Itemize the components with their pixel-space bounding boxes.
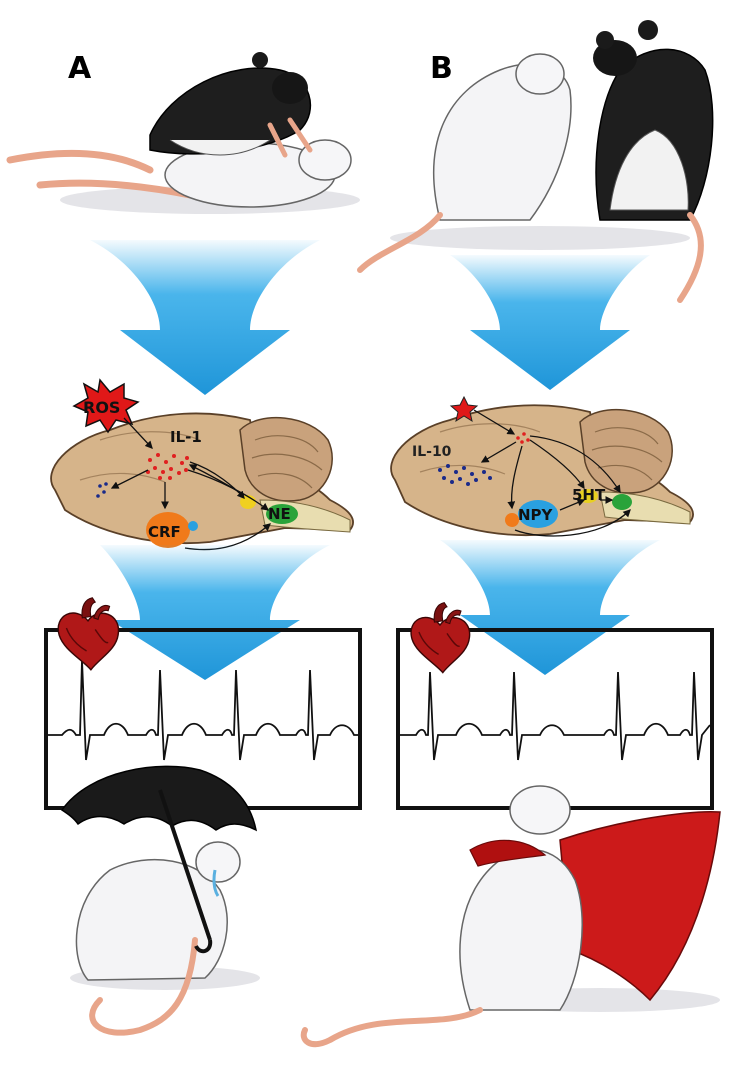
pfc-dots	[96, 482, 108, 498]
il1-dots	[146, 453, 189, 480]
panel-a-fighting-rats	[6, 52, 360, 214]
ros-label: ROS	[83, 398, 120, 417]
crf-nucleus	[146, 512, 190, 548]
il10-dots	[438, 464, 492, 486]
il1-label: IL-1	[170, 428, 202, 446]
npy-label: NPY	[518, 506, 554, 524]
panel-a-arrow-top	[90, 240, 320, 395]
panel-b: B IL-10	[300, 20, 721, 1048]
panel-b-standing-rats	[357, 20, 714, 303]
panel-a-brain: ROS IL-1 CRF NE	[50, 378, 354, 551]
panel-b-star	[449, 395, 479, 423]
raphe-nucleus	[612, 494, 632, 510]
panel-b-ecg-trace	[400, 671, 711, 761]
panel-a: A ROS IL-1	[6, 51, 362, 1036]
crf-label: CRF	[148, 523, 181, 541]
ne-nucleus	[266, 504, 298, 524]
panel-b-heart-icon	[410, 601, 471, 674]
panel-a-arrow-bottom	[100, 545, 330, 680]
ros-burst	[72, 378, 140, 434]
il10-label: IL-10	[412, 444, 452, 460]
panel-a-ecg-trace	[48, 659, 358, 761]
panel-b-letter: B	[430, 51, 453, 86]
center-dots	[516, 432, 530, 444]
panel-a-sad-rat-umbrella	[60, 765, 260, 1036]
panel-b-superhero-rat	[300, 785, 721, 1048]
panel-b-brain: IL-10 NPY 5HT	[390, 395, 694, 537]
panel-b-arrow-bottom	[440, 540, 660, 675]
panel-b-arrow-top	[450, 255, 650, 390]
npy-nucleus	[518, 500, 558, 528]
panel-a-heart-icon	[57, 597, 120, 671]
panel-a-letter: A	[68, 51, 92, 86]
serotonin-label: 5HT	[572, 486, 606, 504]
panel-b-connections	[473, 409, 631, 537]
ne-label: NE	[268, 505, 291, 523]
